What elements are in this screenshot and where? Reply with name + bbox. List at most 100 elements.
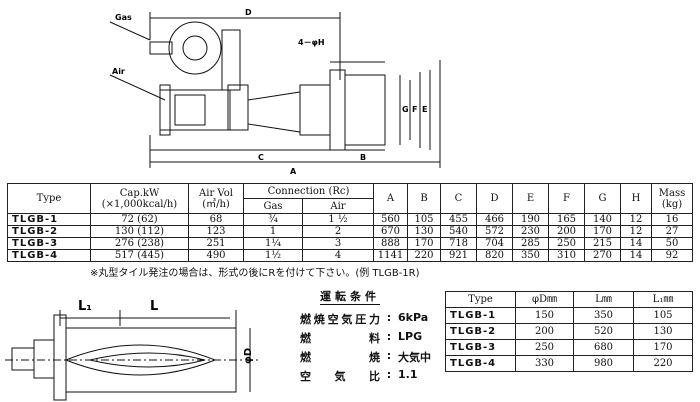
cell-a: 1141 [373,249,408,262]
cell-b: 130 [407,225,441,238]
label-f: F [412,105,417,114]
condition-row: 燃焼空気圧力:6kPa [300,311,431,330]
label-holes: 4－φH [298,38,325,47]
label-b: B [360,153,366,162]
cell-mass: 50 [651,237,693,250]
header-h: H [620,183,652,214]
cell-l1: 220 [633,355,693,372]
cell-g: 215 [584,237,621,250]
cell-d: 330 [515,355,574,372]
header-c: C [440,183,477,214]
condition-label: 燃焼空気圧力 [300,313,380,326]
cell-b: 105 [407,213,441,226]
cell-c: 455 [440,213,477,226]
cell-air: 3 [302,237,374,250]
header-phid: φD㎜ [515,291,574,308]
cell-d: 466 [476,213,513,226]
cell-airvol: 490 [188,249,244,262]
order-note: ※丸型タイル発注の場合は、形式の後にRを付けて下さい。(例 TLGB-1R) [90,268,420,279]
cell-h: 14 [620,237,652,250]
cell-d: 704 [476,237,513,250]
cell-type: TLGB-3 [7,237,91,250]
label-d: D [245,8,252,17]
header-gas: Gas [243,198,303,214]
header-airvol: Air Vol(㎥/h) [188,183,244,214]
cell-type: TLGB-2 [445,323,516,340]
header-e: E [512,183,549,214]
cell-air: 1 ½ [302,213,374,226]
cell-l: 980 [573,355,634,372]
cell-l: 680 [573,339,634,356]
header-l1: L₁㎜ [633,291,693,308]
label-l: L [150,299,158,314]
header-connection: Connection (Rc) [243,183,374,199]
cell-l1: 170 [633,339,693,356]
cell-a: 560 [373,213,408,226]
header-type: Type [7,183,91,214]
cell-d: 200 [515,323,574,340]
cell-cap: 517 (445) [90,249,189,262]
condition-value: LPG [398,330,423,343]
header-g: G [584,183,621,214]
colon: : [386,368,392,381]
header-f: F [548,183,585,214]
cell-f: 310 [548,249,585,262]
cell-type: TLGB-4 [445,355,516,372]
label-gas: Gas [115,13,132,22]
cell-type: TLGB-3 [445,339,516,356]
cell-cap: 130 (112) [90,225,189,238]
cell-airvol: 68 [188,213,244,226]
cell-e: 350 [512,249,549,262]
condition-value: 6kPa [398,311,429,324]
cell-f: 165 [548,213,585,226]
cell-mass: 92 [651,249,693,262]
burner-side-drawing: L₁ L φD [5,299,260,401]
label-l1: L₁ [78,299,92,314]
cell-airvol: 123 [188,225,244,238]
condition-value: 大気中 [398,351,431,364]
cell-a: 670 [373,225,408,238]
header-mass: Mass(kg) [651,183,693,214]
label-g: G [402,105,409,114]
label-a: A [290,167,297,176]
cell-b: 220 [407,249,441,262]
cell-type: TLGB-2 [7,225,91,238]
header-l: L㎜ [573,291,634,308]
header-air: Air [302,198,374,214]
condition-row: 燃焼: 大気中 [300,349,431,368]
cell-type: TLGB-1 [445,307,516,324]
condition-label: 燃焼 [300,351,380,364]
condition-row: 燃料:LPG [300,330,431,349]
cell-d: 150 [515,307,574,324]
cell-cap: 276 (238) [90,237,189,250]
cell-e: 285 [512,237,549,250]
header-b: B [407,183,441,214]
cell-h: 14 [620,249,652,262]
colon: : [386,349,392,362]
cell-c: 718 [440,237,477,250]
cell-h: 12 [620,225,652,238]
cell-type: TLGB-1 [7,213,91,226]
cell-mass: 16 [651,213,693,226]
cell-g: 270 [584,249,621,262]
label-air: Air [112,67,125,76]
cell-gas: ¾ [243,213,303,226]
header-cap: Cap.kW(×1,000kcal/h) [90,183,189,214]
cell-c: 540 [440,225,477,238]
cell-l: 520 [573,323,634,340]
header-d: D [476,183,513,214]
cell-type: TLGB-4 [7,249,91,262]
cell-l1: 105 [633,307,693,324]
cell-c: 921 [440,249,477,262]
condition-value: 1.1 [398,368,418,381]
cell-cap: 72 (62) [90,213,189,226]
burner-top-drawing: Gas Air D 4－φH C B A G F E [109,8,441,176]
cell-d: 820 [476,249,513,262]
